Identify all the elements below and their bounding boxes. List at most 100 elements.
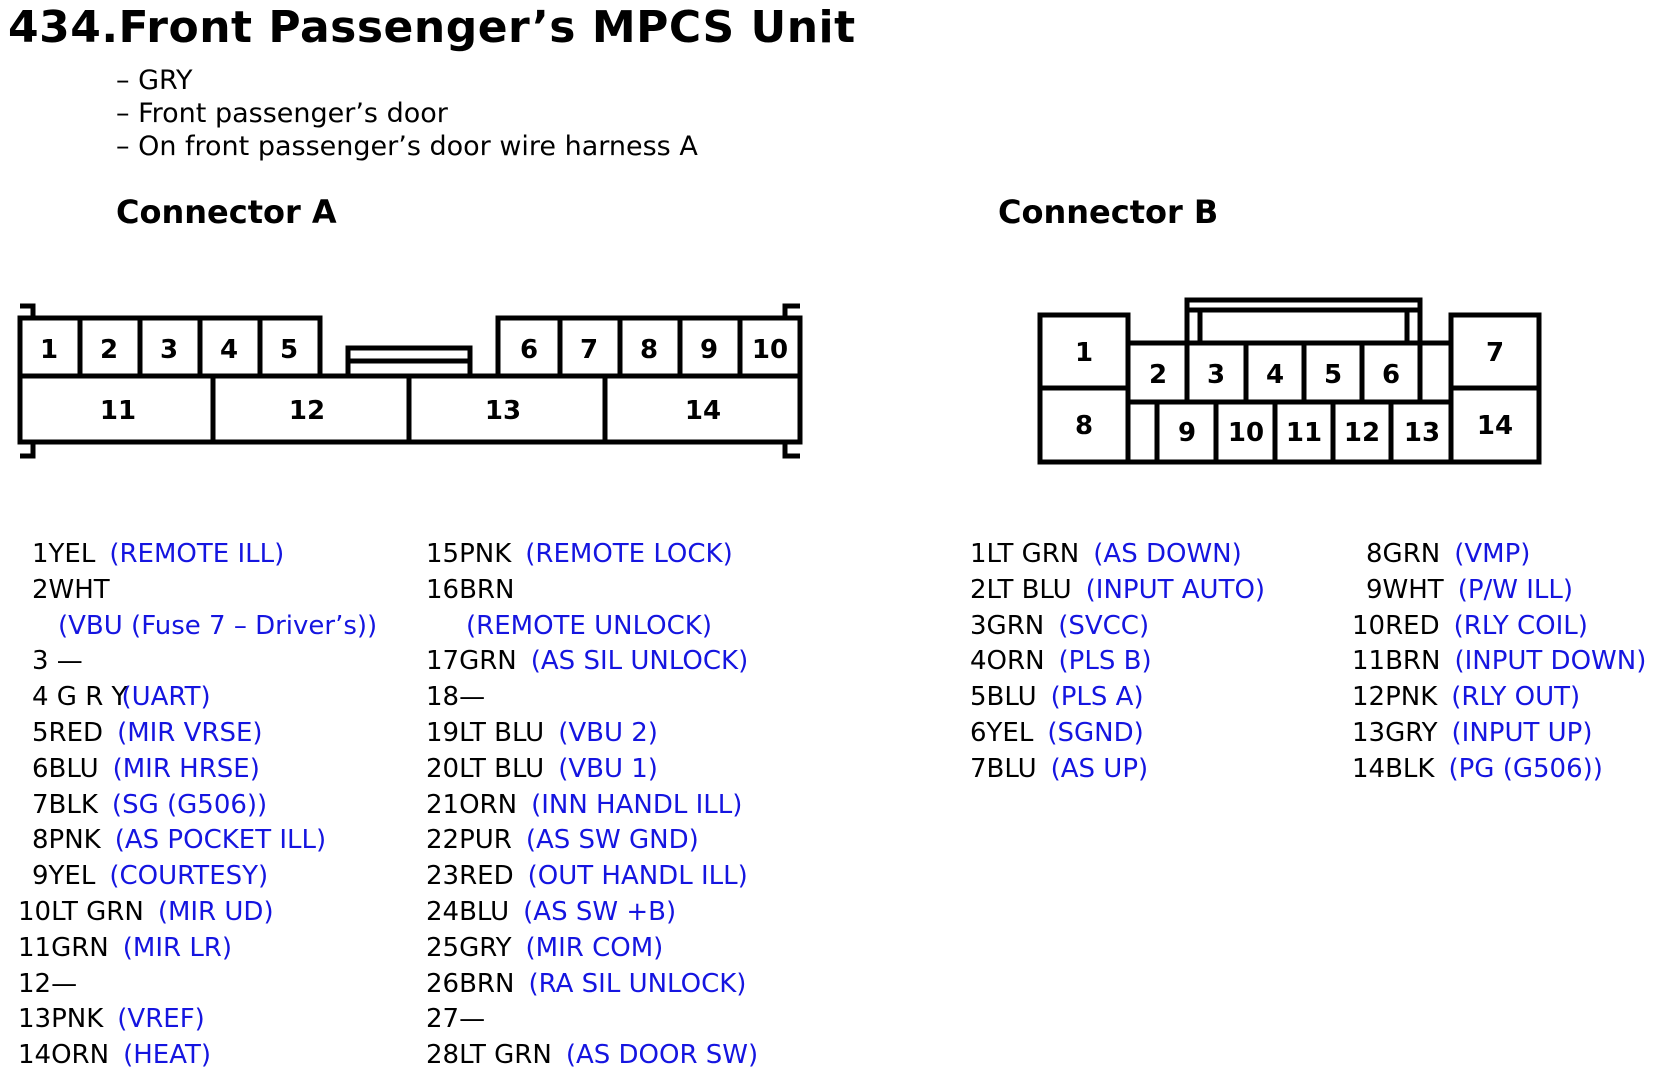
wire-color: 5BLU bbox=[970, 682, 1037, 713]
pin-label: 9 bbox=[700, 335, 718, 365]
pin-function: (AS SW GND) bbox=[525, 825, 699, 856]
pin-label: 5 bbox=[1324, 360, 1342, 390]
pin-row: 12— bbox=[18, 967, 377, 1003]
pin-row: 17GRN(AS SIL UNLOCK) bbox=[426, 644, 758, 680]
pin-label: 7 bbox=[1486, 338, 1504, 368]
pin-function: (REMOTE UNLOCK) bbox=[466, 610, 712, 641]
pin-row: 12PNK(RLY OUT) bbox=[1352, 680, 1646, 716]
wire-color: 1LT GRN bbox=[970, 539, 1080, 569]
harness-location: – On front passenger’s door wire harness… bbox=[116, 131, 698, 162]
wire-color: 6YEL bbox=[970, 717, 1034, 748]
wire-color: 22PUR bbox=[426, 825, 512, 856]
pin-function: (MIR VRSE) bbox=[117, 717, 263, 748]
pin-label: 8 bbox=[640, 335, 658, 365]
wire-color: 11BRN bbox=[1352, 646, 1441, 677]
pin-row: 2LT BLU(INPUT AUTO) bbox=[970, 573, 1265, 609]
connector-b-pin-list-1: 1LT GRN(AS DOWN) 2LT BLU(INPUT AUTO) 3GR… bbox=[970, 537, 1265, 788]
wire-color: 7BLK bbox=[32, 789, 98, 820]
pin-row: 10RED(RLY COIL) bbox=[1352, 609, 1646, 645]
pin-row: 13GRY (INPUT UP) bbox=[1352, 716, 1646, 752]
connector-a-diagram: 1 2 3 4 5 6 7 8 9 10 11 12 13 14 bbox=[17, 303, 803, 459]
connector-a-title: Connector A bbox=[116, 193, 337, 231]
pin-row: 5RED (MIR VRSE) bbox=[18, 716, 377, 752]
pin-function: (INPUT AUTO) bbox=[1085, 574, 1266, 605]
pin-row: 4ORN(PLS B) bbox=[970, 644, 1265, 680]
pin-label: 4 bbox=[1266, 360, 1284, 390]
pin-row: 10LT GRN(MIR UD) bbox=[18, 895, 377, 931]
pin-row: 7BLU(AS UP) bbox=[970, 752, 1265, 788]
pin-function: (P/W ILL) bbox=[1457, 574, 1574, 605]
pin-label: 2 bbox=[100, 335, 118, 365]
pin-function: (RLY OUT) bbox=[1451, 682, 1581, 713]
wire-color: 25GRY bbox=[426, 932, 512, 963]
pin-row: 3GRN (SVCC) bbox=[970, 609, 1265, 645]
pin-label: 11 bbox=[1286, 418, 1322, 448]
pin-label: 6 bbox=[520, 335, 538, 365]
wire-color: 15PNK bbox=[426, 539, 512, 569]
pin-function: (MIR UD) bbox=[157, 896, 274, 927]
pin-function: (VBU 2) bbox=[558, 717, 658, 748]
pin-label: 11 bbox=[100, 396, 136, 426]
wire-color: 3GRN bbox=[970, 610, 1045, 641]
wire-color: 3 — bbox=[32, 646, 83, 677]
pin-row: 1YEL(REMOTE ILL) bbox=[18, 537, 377, 573]
wire-color: 20LT BLU bbox=[426, 753, 545, 784]
pin-row: 16BRN bbox=[426, 573, 758, 609]
pin-row: 14ORN(HEAT) bbox=[18, 1038, 377, 1074]
wire-color: 14ORN bbox=[18, 1040, 110, 1071]
pin-function: (SGND) bbox=[1047, 717, 1144, 748]
pin-label: 1 bbox=[40, 335, 58, 365]
pin-row: 6YEL (SGND) bbox=[970, 716, 1265, 752]
wire-color: 9YEL bbox=[32, 861, 96, 892]
wire-color: 5RED bbox=[32, 717, 104, 748]
pin-function: (PLS B) bbox=[1058, 646, 1152, 677]
connector-b-pin-list-2: 8GRN(VMP) 9WHT(P/W ILL) 10RED(RLY COIL) … bbox=[1352, 537, 1646, 788]
pin-row: 9WHT(P/W ILL) bbox=[1352, 573, 1646, 609]
pin-label: 10 bbox=[1228, 418, 1264, 448]
wire-color: 24BLU bbox=[426, 896, 510, 927]
pin-function: (MIR HRSE) bbox=[112, 753, 260, 784]
pin-row: 1LT GRN(AS DOWN) bbox=[970, 537, 1265, 573]
wire-color: 14BLK bbox=[1352, 753, 1435, 784]
wire-color: 4 G R Y bbox=[32, 682, 128, 713]
pin-function: (INPUT UP) bbox=[1451, 717, 1593, 748]
wire-color: 6BLU bbox=[32, 753, 99, 784]
pin-label: 14 bbox=[1477, 411, 1513, 441]
wire-color: 18— bbox=[426, 682, 486, 713]
pin-function: (OUT HANDL ILL) bbox=[527, 861, 748, 892]
pin-function: (RLY COIL) bbox=[1453, 610, 1588, 641]
pin-row: 5BLU (PLS A) bbox=[970, 680, 1265, 716]
connector-color: – GRY bbox=[116, 65, 193, 96]
pin-row: 18— bbox=[426, 680, 758, 716]
pin-label: 3 bbox=[160, 335, 178, 365]
pin-function: (PLS A) bbox=[1050, 682, 1144, 713]
pin-function: (VMP) bbox=[1454, 539, 1531, 569]
wire-color: 11GRN bbox=[18, 932, 109, 963]
pin-label: 5 bbox=[280, 335, 298, 365]
pin-row: 24BLU(AS SW +B) bbox=[426, 895, 758, 931]
pin-row: 26BRN(RA SIL UNLOCK) bbox=[426, 967, 758, 1003]
pin-function: (MIR COM) bbox=[525, 932, 664, 963]
pin-row: 19LT BLU(VBU 2) bbox=[426, 716, 758, 752]
pin-row: 23RED(OUT HANDL ILL) bbox=[426, 859, 758, 895]
page-title: 434.Front Passenger’s MPCS Unit bbox=[8, 2, 856, 53]
pin-label: 1 bbox=[1075, 338, 1093, 368]
wire-color: 1YEL bbox=[32, 539, 96, 569]
pin-function: (INPUT DOWN) bbox=[1454, 646, 1647, 677]
pin-function: (UART) bbox=[121, 682, 211, 713]
pin-function: (PG (G506)) bbox=[1448, 753, 1603, 784]
pin-function: (AS POCKET ILL) bbox=[114, 825, 327, 856]
pin-label: 12 bbox=[289, 396, 325, 426]
pin-row: 22PUR (AS SW GND) bbox=[426, 823, 758, 859]
pin-label: 2 bbox=[1149, 360, 1167, 390]
pin-function: (SVCC) bbox=[1058, 610, 1150, 641]
wire-color: 8GRN bbox=[1366, 539, 1441, 569]
pin-row: (REMOTE UNLOCK) bbox=[426, 609, 758, 645]
pin-row: 3 — bbox=[18, 644, 377, 680]
pin-row: 11GRN(MIR LR) bbox=[18, 931, 377, 967]
pin-row: 15PNK(REMOTE LOCK) bbox=[426, 537, 758, 573]
wire-color: 13GRY bbox=[1352, 717, 1438, 748]
pin-row: 8PNK(AS POCKET ILL) bbox=[18, 823, 377, 859]
pin-row: 27— bbox=[426, 1002, 758, 1038]
